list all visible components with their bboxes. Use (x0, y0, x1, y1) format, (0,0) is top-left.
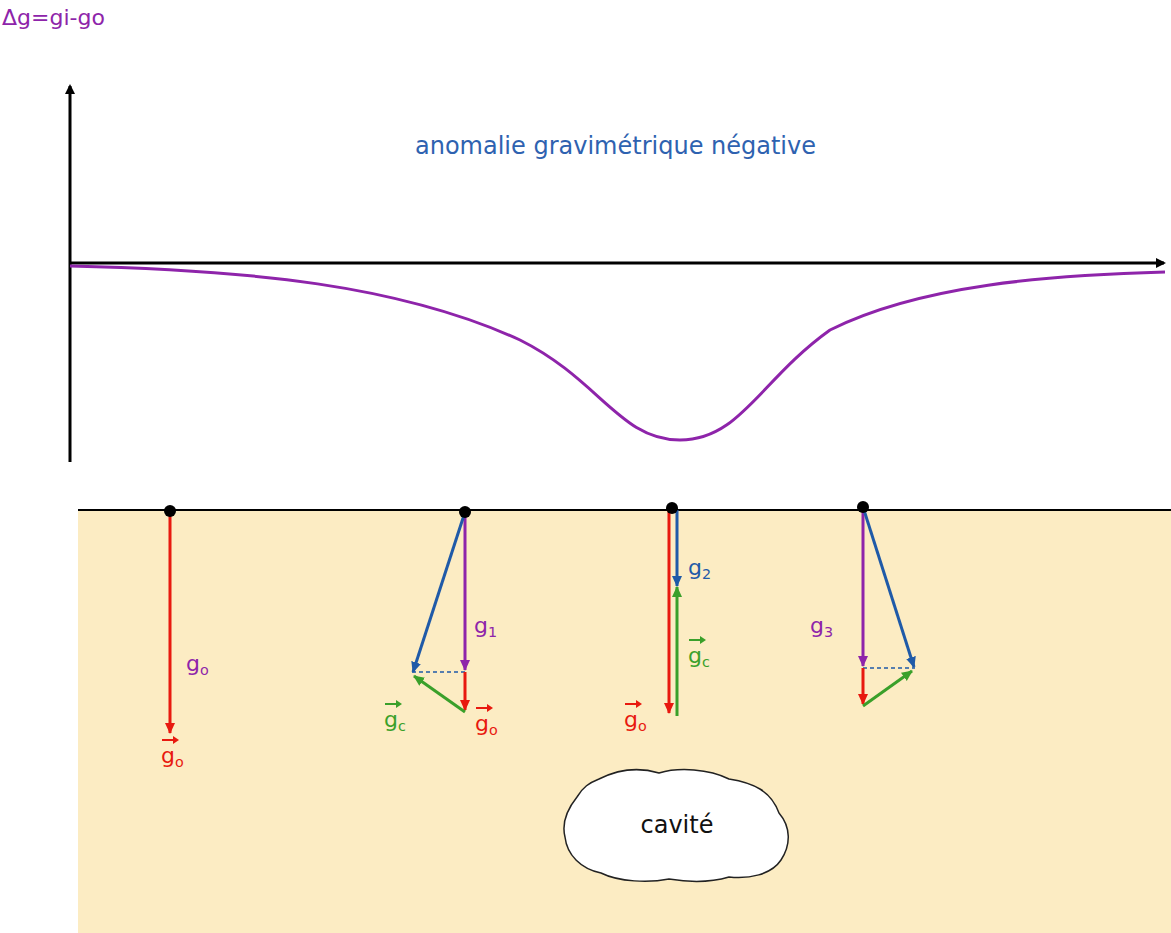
vector-label: go (186, 652, 209, 676)
vector-g3 (862, 507, 865, 666)
vector-label: go (161, 736, 184, 768)
vector-label: gc (688, 636, 710, 668)
station-dot (459, 506, 471, 518)
vector-label: gc (384, 700, 406, 732)
vector-gc (414, 676, 465, 712)
vector-go (464, 672, 467, 710)
vector-go (668, 510, 671, 713)
y-axis (69, 86, 72, 462)
vector-label: go (475, 704, 498, 736)
anomaly-curve (70, 266, 1165, 440)
x-axis (70, 262, 1164, 265)
vector-label: g1 (474, 614, 497, 638)
vector-resultant (413, 512, 465, 672)
vector-g1 (464, 512, 467, 670)
station-dot (666, 502, 678, 514)
cavity-label: cavité (641, 811, 714, 839)
cavity-shape: cavité (559, 765, 795, 885)
axis-label: Δg=gi-go (2, 6, 105, 30)
vector-gc (676, 587, 679, 716)
vector-label: g2 (688, 556, 711, 580)
dashed-line (412, 671, 465, 673)
station-dot (857, 501, 869, 513)
surface-line (78, 509, 1171, 511)
dashed-line (863, 667, 915, 669)
vector-go (169, 512, 172, 733)
vector-label: go (624, 700, 647, 732)
vector-g2 (676, 510, 679, 586)
cavity-outline-path (564, 770, 788, 882)
station-dot (164, 505, 176, 517)
anomaly-title: anomalie gravimétrique négative (415, 133, 816, 159)
ground (78, 510, 1171, 933)
vector-label: g3 (810, 614, 833, 638)
vector-gc (863, 671, 912, 706)
vector-resultant (863, 507, 914, 667)
vector-go (862, 668, 865, 704)
